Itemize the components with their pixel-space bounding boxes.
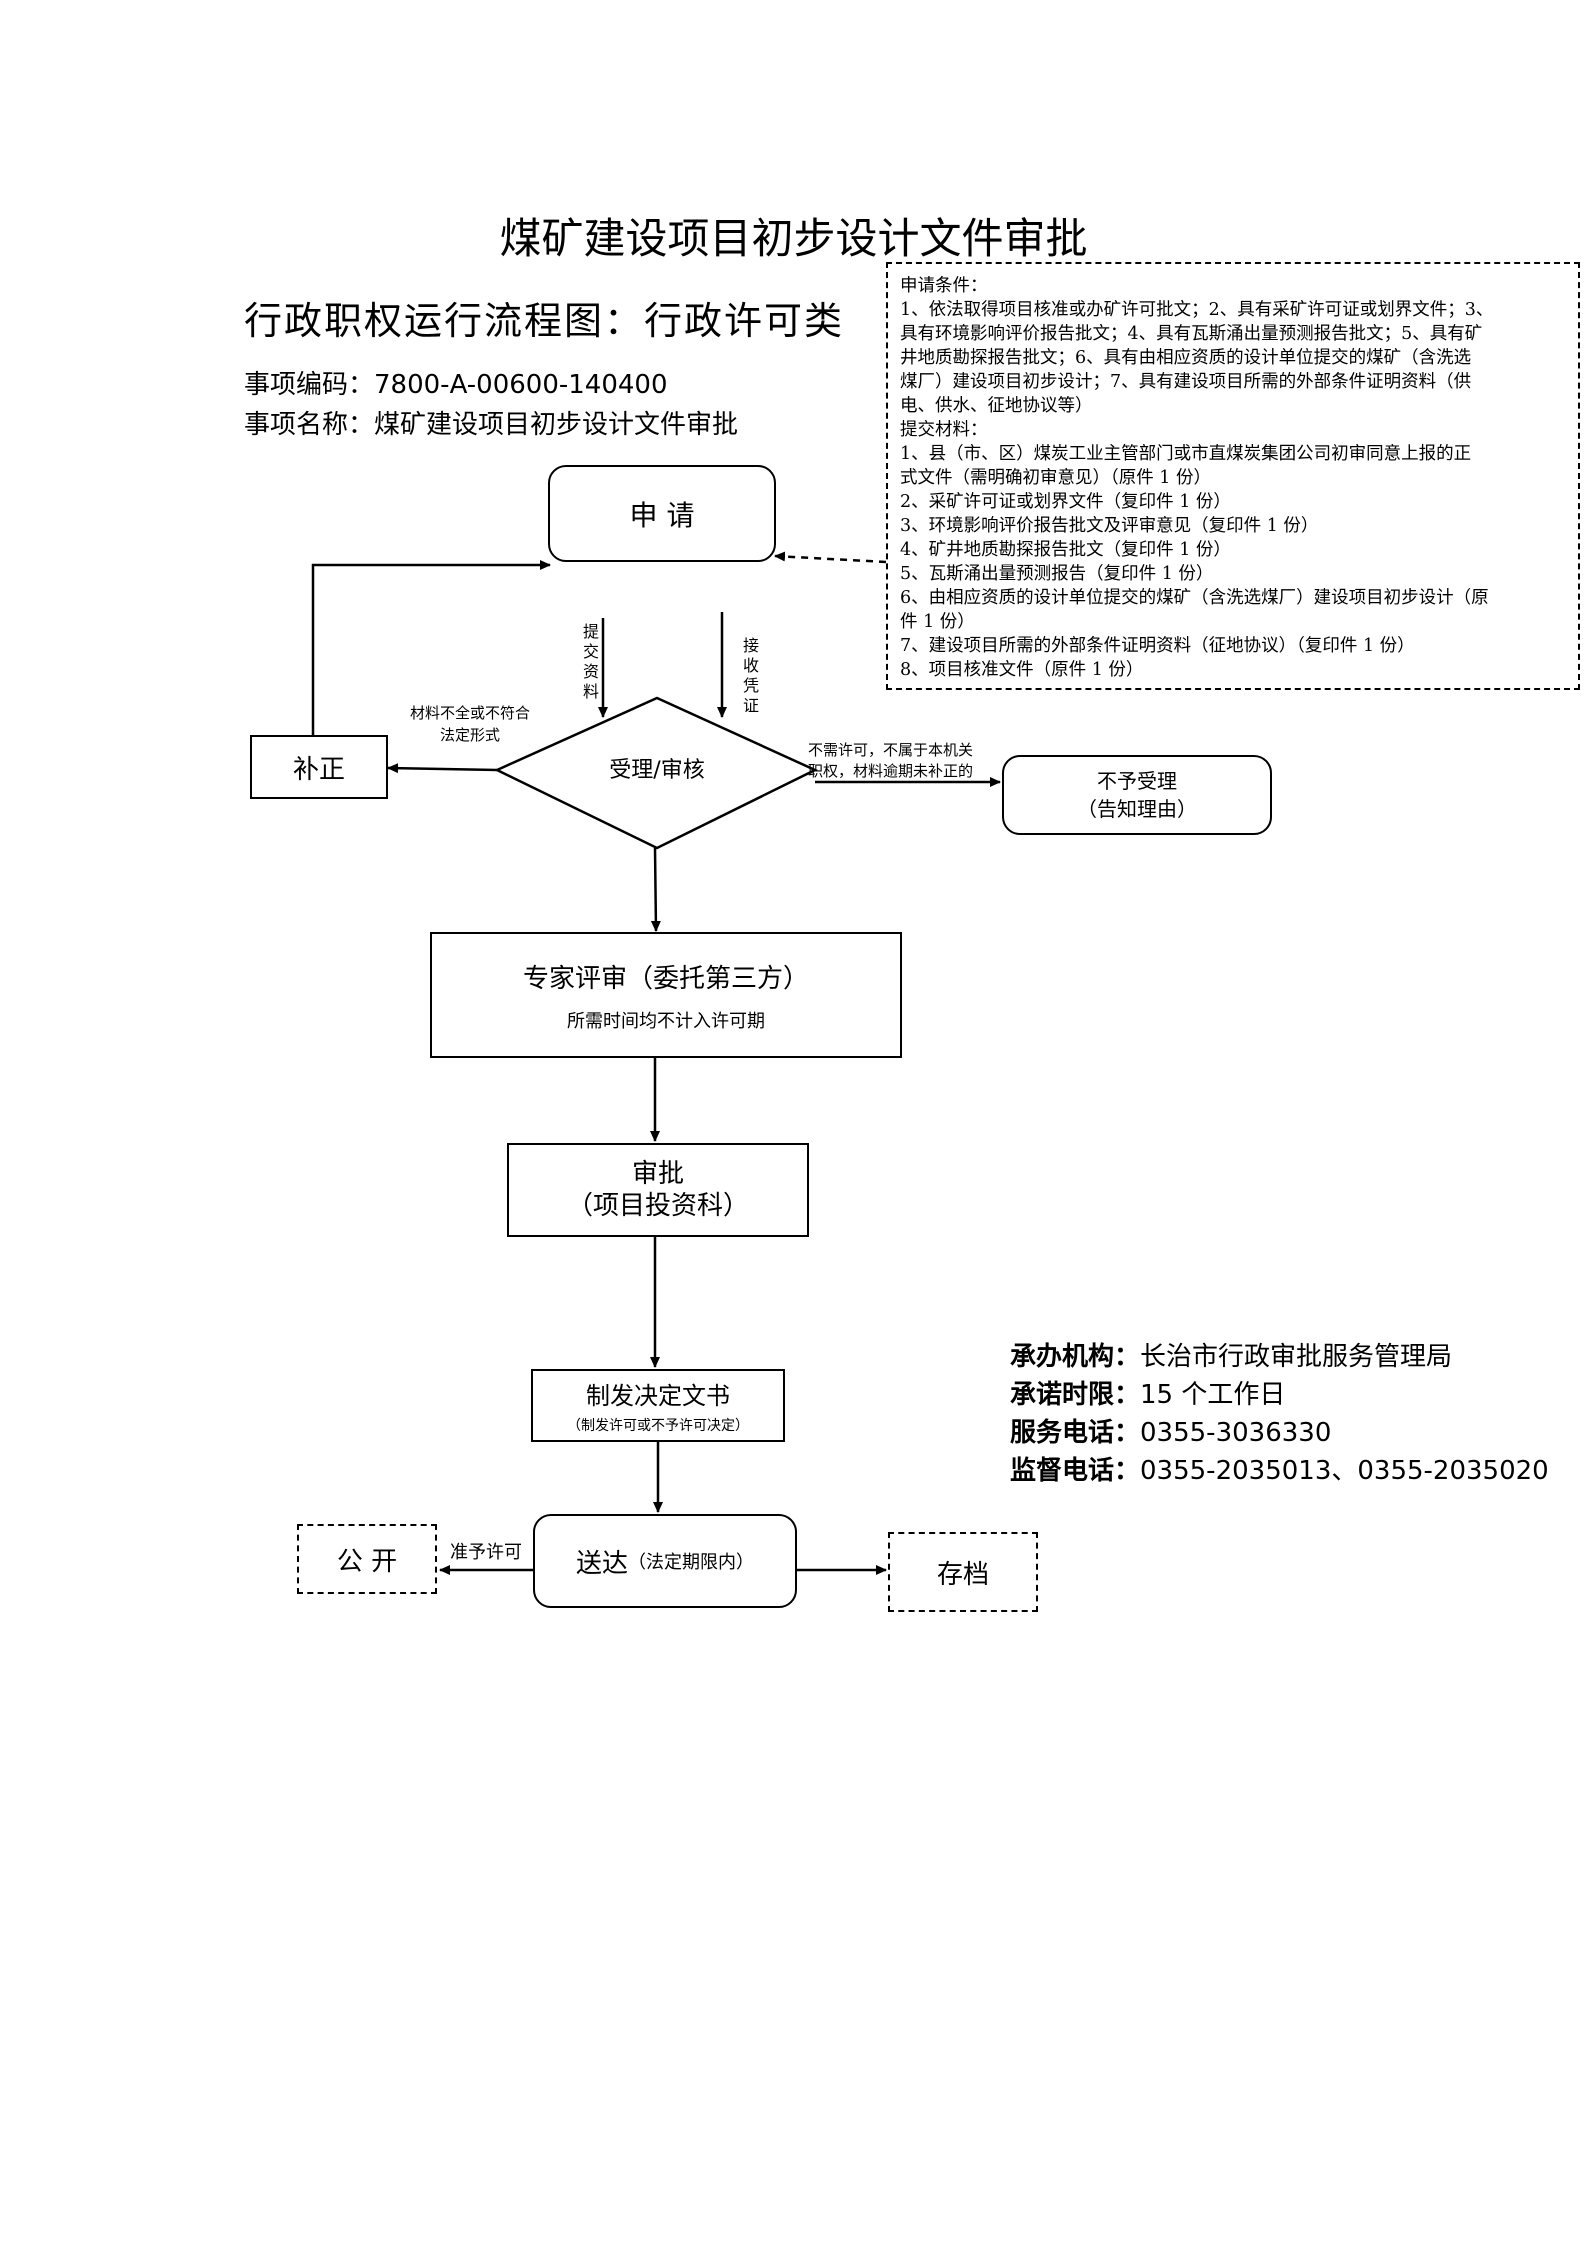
review-diamond [494,696,818,850]
info-org: 承办机构：长治市行政审批服务管理局 [1010,1336,1452,1373]
condition-line: 申请条件： [900,276,988,296]
review-label: 受理/审核 [609,758,705,783]
publish-label: 公 开 [336,1546,398,1577]
condition-line: 1、县（市、区）煤炭工业主管部门或市直煤炭集团公司初审同意上报的正 [900,444,1472,464]
grant-label: 准予许可 [450,1542,522,1563]
arrow-to-expert [650,847,661,932]
approve-title: 审批 [631,1159,684,1189]
apply-label: 申 请 [629,498,695,532]
deliver-title: 送达 [575,1548,628,1579]
info-service-value: 0355-3036330 [1140,1418,1332,1448]
reject-reason-2: 职权，材料逾期未补正的 [808,762,974,780]
correction-reason-2: 法定形式 [439,726,500,744]
deliver-sub: （法定期限内） [628,1552,754,1573]
correction-reason-1: 材料不全或不符合 [409,704,530,722]
info-supervise-label: 监督电话： [1010,1456,1141,1486]
condition-line: 电、供水、征地协议等） [900,396,1093,416]
deliver-box: 送达（法定期限内） [533,1514,797,1608]
approve-box: 审批 （项目投资科） [507,1143,809,1237]
info-supervise-value: 0355-2035013、0355-2035020 [1140,1456,1549,1486]
condition-line: 件 1 份） [900,612,975,632]
info-limit-value: 15 个工作日 [1140,1380,1286,1410]
arrow-conditions-dashed [774,551,887,564]
reject-title: 不予受理 [1097,769,1177,793]
condition-line: 4、矿井地质勘探报告批文（复印件 1 份） [900,540,1231,560]
condition-line: 式文件（需明确初审意见）（原件 1 份） [900,468,1212,488]
conditions-box: 申请条件： 1、依法取得项目核准或办矿许可批文；2、具有采矿许可证或划界文件；3… [886,262,1580,690]
condition-line: 1、依法取得项目核准或办矿许可批文；2、具有采矿许可证或划界文件；3、 [900,300,1494,320]
item-name-label: 事项名称： [244,410,375,440]
reject-box: 不予受理 （告知理由） [1002,755,1272,835]
correction-label: 补正 [292,754,345,785]
info-limit: 承诺时限：15 个工作日 [1010,1374,1285,1411]
item-code: 事项编码：7800-A-00600-140400 [244,364,668,401]
reject-reason-1: 不需许可，不属于本机关 [808,741,974,759]
condition-line: 3、环境影响评价报告批文及评审意见（复印件 1 份） [900,516,1319,536]
info-org-value: 长治市行政审批服务管理局 [1140,1342,1453,1372]
archive-label: 存档 [936,1559,989,1590]
arrow-correction-to-apply [311,560,551,735]
apply-box: 申 请 [548,465,776,562]
decision-sub: （制发许可或不予许可决定） [567,1418,749,1434]
condition-line: 煤厂）建设项目初步设计；7、具有建设项目所需的外部条件证明资料（供 [900,372,1472,392]
info-service-label: 服务电话： [1010,1418,1141,1448]
correction-box: 补正 [250,735,388,799]
submit-materials-label: 提交资料 [582,622,599,701]
item-name-value: 煤矿建设项目初步设计文件审批 [374,410,739,440]
archive-box: 存档 [888,1532,1038,1612]
expert-title: 专家评审（委托第三方） [522,963,809,994]
item-name: 事项名称：煤矿建设项目初步设计文件审批 [244,404,738,441]
condition-line: 井地质勘探报告批文；6、具有由相应资质的设计单位提交的煤矿（含洗选 [900,348,1472,368]
expert-sub: 所需时间均不计入许可期 [567,1010,765,1032]
item-code-value: 7800-A-00600-140400 [374,370,668,400]
publish-box: 公 开 [297,1524,437,1594]
condition-line: 具有环境影响评价报告批文；4、具有瓦斯涌出量预测报告批文；5、具有矿 [900,324,1483,344]
condition-line: 2、采矿许可证或划界文件（复印件 1 份） [900,492,1231,512]
condition-line: 提交材料： [900,420,988,440]
info-service: 服务电话：0355-3036330 [1010,1412,1331,1449]
decision-box: 制发决定文书 （制发许可或不予许可决定） [531,1369,785,1442]
info-limit-label: 承诺时限： [1010,1380,1141,1410]
reject-sub: （告知理由） [1077,797,1197,821]
flow-subtitle: 行政职权运行流程图：行政许可类 [244,299,845,343]
condition-line: 7、建设项目所需的外部条件证明资料（征地协议）（复印件 1 份） [900,636,1415,656]
condition-line: 5、瓦斯涌出量预测报告（复印件 1 份） [900,564,1214,584]
item-code-label: 事项编码： [244,370,375,400]
info-org-label: 承办机构： [1010,1342,1141,1372]
page-title: 煤矿建设项目初步设计文件审批 [499,214,1088,263]
decision-title: 制发决定文书 [586,1382,730,1410]
condition-line: 6、由相应资质的设计单位提交的煤矿（含洗选煤厂）建设项目初步设计（原 [900,588,1489,608]
expert-review-box: 专家评审（委托第三方） 所需时间均不计入许可期 [430,932,902,1058]
approve-sub: （项目投资科） [566,1191,749,1221]
info-supervise: 监督电话：0355-2035013、0355-2035020 [1010,1450,1549,1487]
receipt-label: 接收凭证 [742,636,759,715]
arrow-to-correction [387,763,498,774]
condition-line: 8、项目核准文件（原件 1 份） [900,660,1144,680]
